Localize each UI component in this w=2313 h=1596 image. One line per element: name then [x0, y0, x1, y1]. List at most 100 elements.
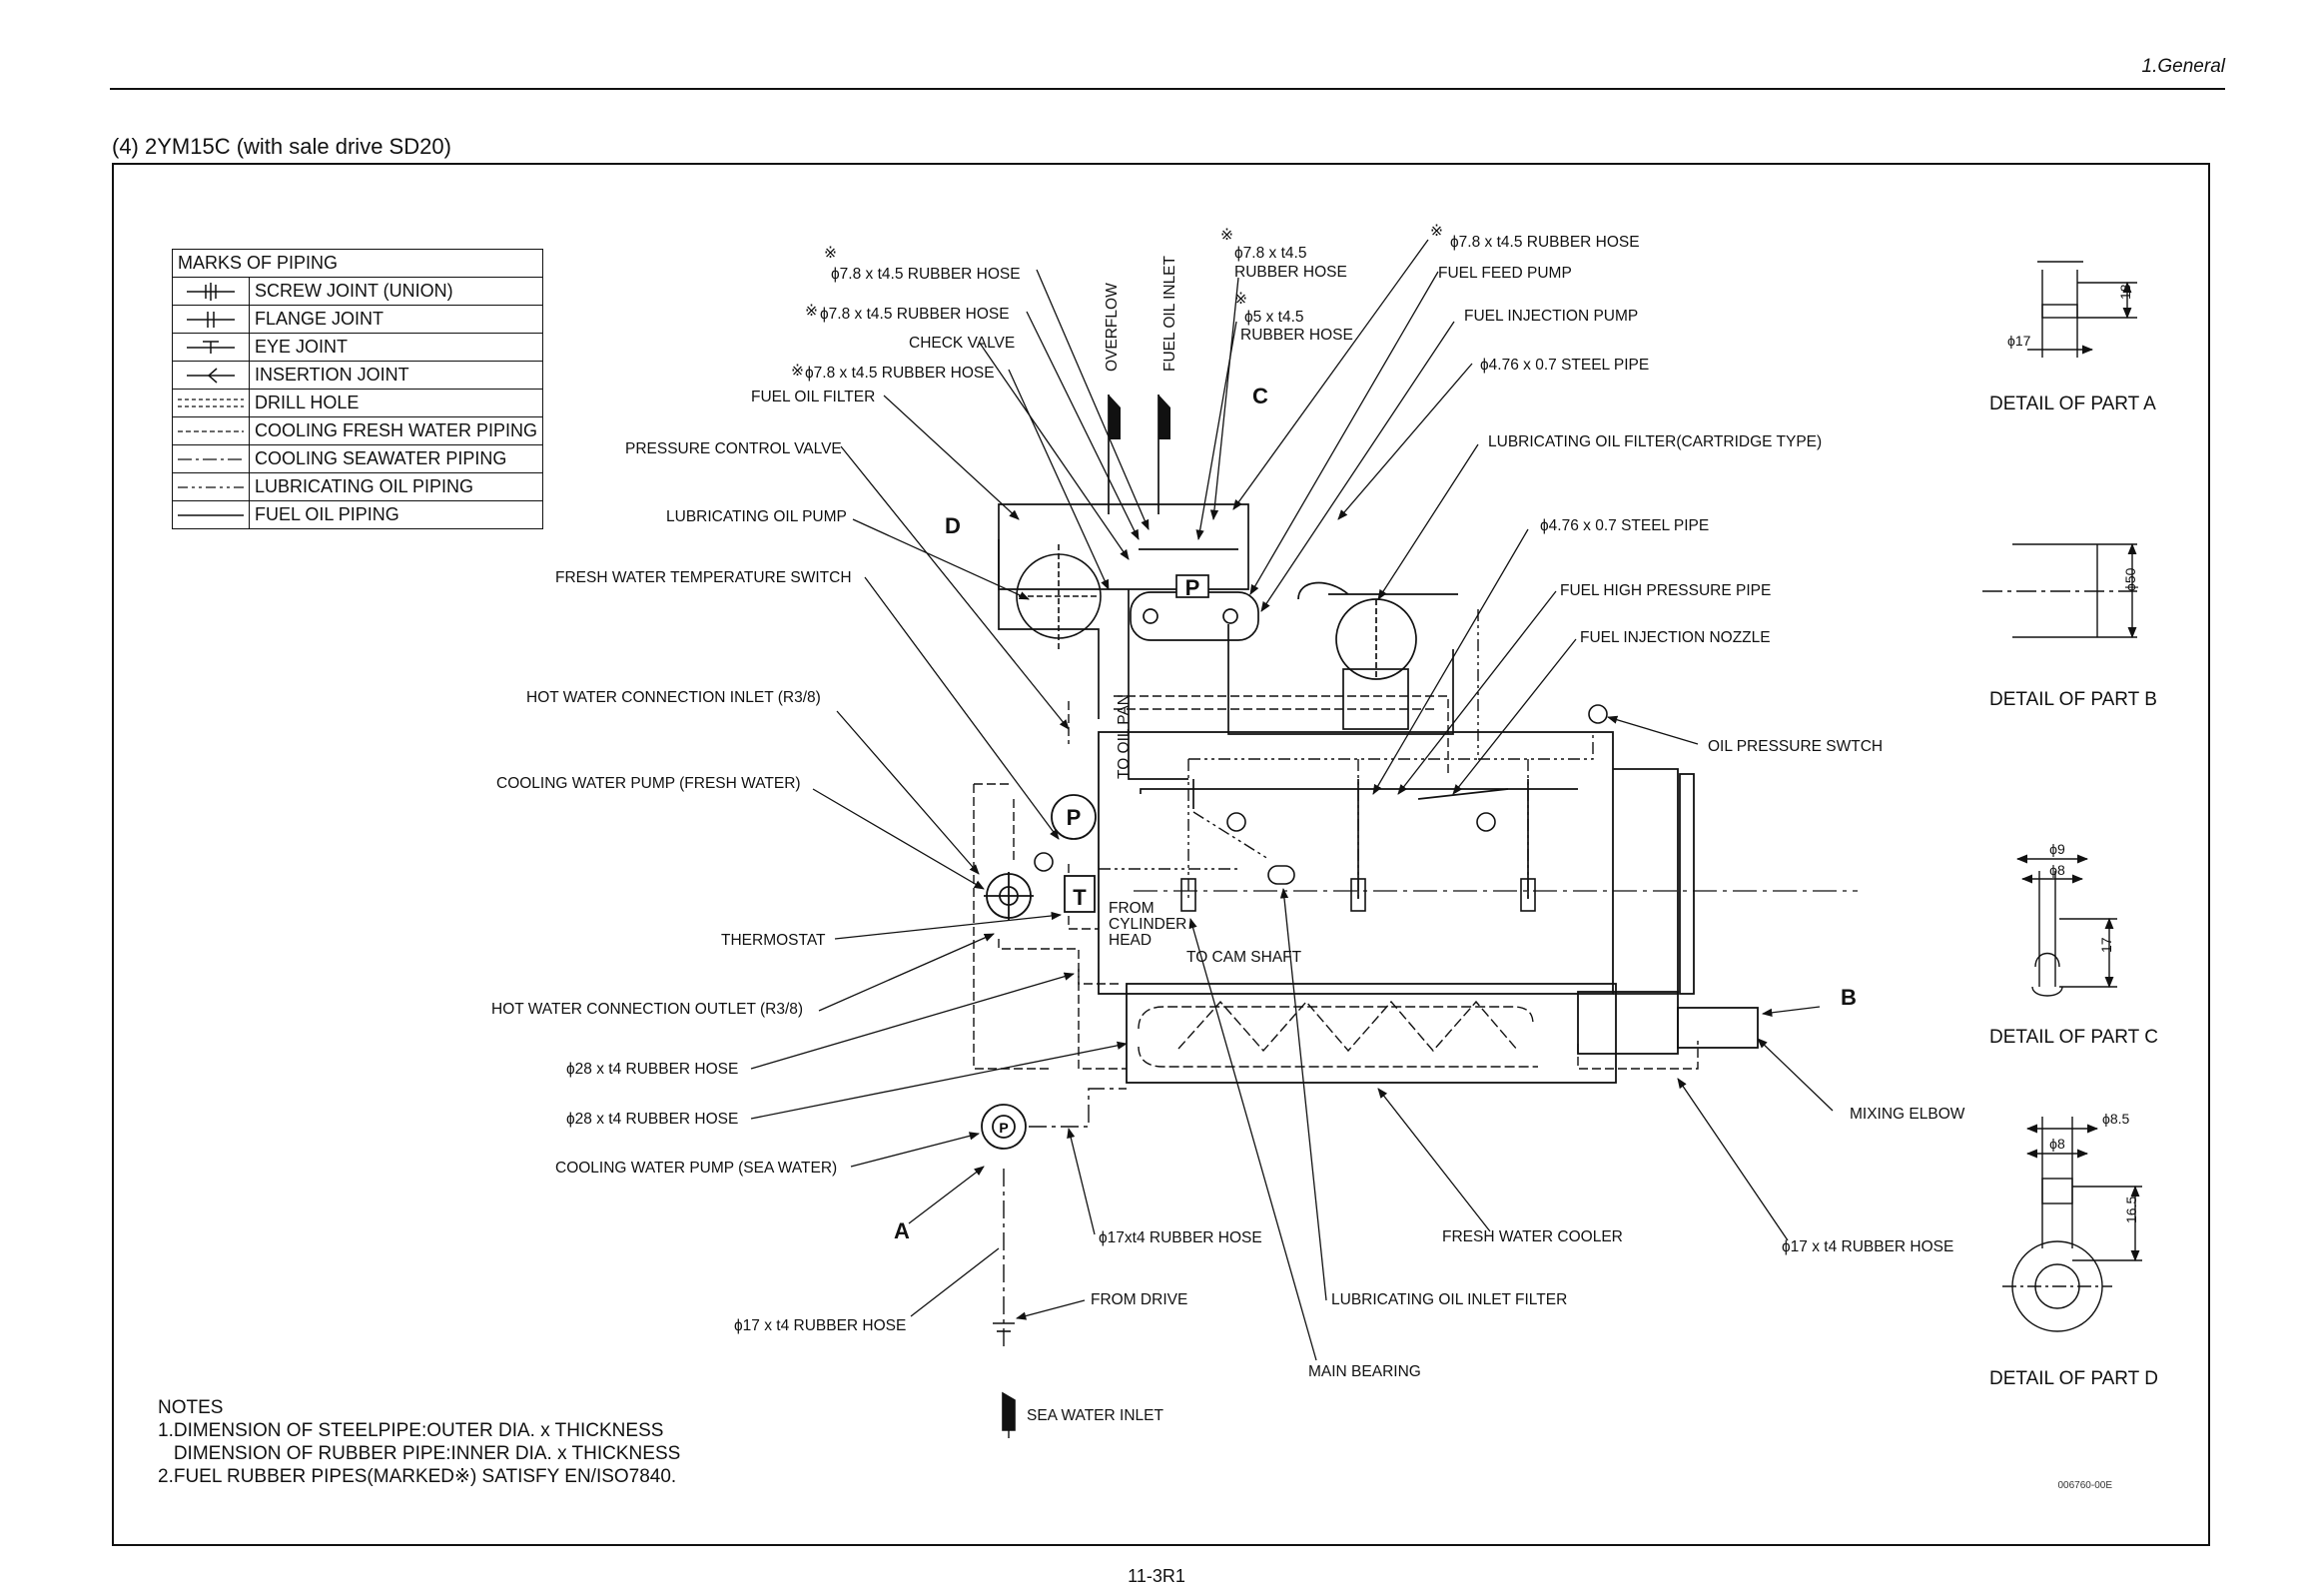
label-to-cam-shaft: TO CAM SHAFT — [1186, 949, 1302, 966]
label-hose-a: ϕ7.8 x t4.5 RUBBER HOSE — [831, 266, 1021, 283]
label-hose-e2: RUBBER HOSE — [1240, 327, 1353, 344]
label-hose-28b: ϕ28 x t4 RUBBER HOSE — [566, 1111, 738, 1128]
asterisk-mark: ※ — [1234, 291, 1247, 308]
asterisk-mark: ※ — [824, 245, 837, 262]
detail-a-title: DETAIL OF PART A — [1989, 394, 2156, 414]
page-number: 11-3R1 — [1128, 1566, 1185, 1586]
label-steel-pipe-2: ϕ4.76 x 0.7 STEEL PIPE — [1540, 517, 1709, 534]
mark-d: D — [945, 513, 961, 538]
label-hose-17a: ϕ17xt4 RUBBER HOSE — [1099, 1229, 1262, 1246]
lube-oil-line-symbol — [172, 472, 250, 501]
seawater-line-symbol — [172, 444, 250, 473]
fuel-oil-filter — [1016, 544, 1102, 649]
cooler-coil — [1138, 1000, 1538, 1068]
label-from-1: FROM — [1109, 900, 1155, 917]
detail-b — [1982, 542, 2137, 639]
label-hot-water-outlet: HOT WATER CONNECTION OUTLET (R3/8) — [491, 1001, 803, 1018]
small-components — [1034, 704, 1608, 912]
fuel-oil-lines — [998, 395, 1578, 899]
sea-pump-p: P — [999, 1120, 1008, 1136]
label-lube-inlet-filter: LUBRICATING OIL INLET FILTER — [1331, 1291, 1567, 1308]
notes-line-2: DIMENSION OF RUBBER PIPE:INNER DIA. x TH… — [158, 1443, 681, 1464]
lube-oil-pump — [1051, 794, 1097, 840]
lube-pump-p: P — [1067, 805, 1082, 830]
thermostat-t: T — [1073, 885, 1087, 910]
header-rule — [110, 88, 2225, 90]
label-cw-pump-sea: COOLING WATER PUMP (SEA WATER) — [555, 1160, 837, 1177]
label-hose-28a: ϕ28 x t4 RUBBER HOSE — [566, 1061, 738, 1078]
asterisk-mark: ※ — [1220, 227, 1233, 244]
detail-c-len: 17 — [2098, 937, 2114, 953]
flange-joint-label: FLANGE JOINT — [248, 305, 544, 334]
detail-a — [2027, 261, 2137, 358]
fuel-injection-pump — [1130, 574, 1259, 641]
label-hose-d1: ϕ7.8 x t4.5 — [1234, 245, 1306, 262]
asterisk-mark: ※ — [791, 363, 804, 380]
mark-c: C — [1252, 384, 1268, 408]
label-hose-c: ϕ7.8 x t4.5 RUBBER HOSE — [805, 365, 995, 382]
notes-title: NOTES — [158, 1397, 224, 1418]
label-hose-d2: RUBBER HOSE — [1234, 264, 1347, 281]
asterisk-mark: ※ — [1430, 223, 1443, 240]
label-fresh-water-cooler: FRESH WATER COOLER — [1442, 1228, 1623, 1245]
detail-d-title: DETAIL OF PART D — [1989, 1368, 2158, 1389]
seawater-inlet-fitting — [993, 1322, 1016, 1431]
detail-a-dia: ϕ17 — [2007, 333, 2031, 349]
fresh-water-line-symbol — [172, 416, 250, 445]
label-from-3: HEAD — [1109, 932, 1152, 949]
marks-title: MARKS OF PIPING — [171, 249, 544, 278]
label-check-valve: CHECK VALVE — [909, 335, 1015, 352]
detail-d-d1: ϕ8.5 — [2102, 1111, 2130, 1127]
label-sea-water-inlet: SEA WATER INLET — [1027, 1407, 1163, 1424]
fuel-oil-line-symbol — [172, 500, 250, 529]
drawing-code: 006760-00E — [2058, 1480, 2113, 1491]
sea-water-lines — [1003, 1088, 1127, 1438]
label-from-drive: FROM DRIVE — [1091, 1291, 1187, 1308]
drill-hole-symbol — [172, 389, 250, 417]
section-title: (4) 2YM15C (with sale drive SD20) — [112, 134, 451, 159]
notes-block: NOTES 1.DIMENSION OF STEELPIPE:OUTER DIA… — [158, 1396, 680, 1488]
label-lube-oil-filter: LUBRICATING OIL FILTER(CARTRIDGE TYPE) — [1488, 433, 1822, 450]
thermostat-box — [1064, 875, 1096, 913]
detail-b-dia: ϕ50 — [2122, 567, 2138, 591]
fresh-water-pump — [984, 872, 1034, 920]
mark-b: B — [1841, 985, 1857, 1010]
drill-hole-label: DRILL HOLE — [248, 389, 544, 417]
detail-d-len: 16.5 — [2123, 1197, 2139, 1223]
label-oil-pressure-switch: OIL PRESSURE SWTCH — [1708, 738, 1883, 755]
lube-oil-filter-cartridge — [1335, 598, 1417, 730]
drawing-frame — [112, 163, 2210, 1546]
label-fuel-injection-pump: FUEL INJECTION PUMP — [1464, 308, 1638, 325]
mark-a: A — [894, 1218, 910, 1243]
engine-block — [1098, 731, 1759, 1084]
screw-joint-symbol — [172, 277, 250, 306]
detail-c-d1: ϕ9 — [2049, 841, 2065, 857]
label-fuel-hp-pipe: FUEL HIGH PRESSURE PIPE — [1560, 582, 1771, 599]
label-lube-oil-pump: LUBRICATING OIL PUMP — [666, 508, 847, 525]
asterisk-mark: ※ — [805, 303, 818, 320]
leader-lines — [750, 239, 1834, 1361]
label-hose-17b: ϕ17 x t4 RUBBER HOSE — [1782, 1238, 1953, 1255]
label-pressure-control-valve: PRESSURE CONTROL VALVE — [625, 440, 842, 457]
detail-d — [2002, 1117, 2142, 1332]
notes-line-3: 2.FUEL RUBBER PIPES(MARKED※) SATISFY EN/… — [158, 1466, 677, 1487]
detail-d-d2: ϕ8 — [2049, 1136, 2065, 1152]
label-hose-b: ϕ7.8 x t4.5 RUBBER HOSE — [820, 306, 1010, 323]
notes-line-1: 1.DIMENSION OF STEELPIPE:OUTER DIA. x TH… — [158, 1420, 664, 1441]
inlet-flags — [1109, 395, 1170, 439]
sea-water-pump — [981, 1104, 1027, 1150]
label-to-oil-pan: TO OIL PAN — [1116, 694, 1133, 779]
label-fuel-feed-pump: FUEL FEED PUMP — [1438, 265, 1572, 282]
lube-oil-lines — [1099, 609, 1594, 899]
flange-joint-symbol — [172, 305, 250, 334]
label-hose-17c: ϕ17 x t4 RUBBER HOSE — [734, 1317, 906, 1334]
label-hose-e1: ϕ5 x t4.5 — [1244, 309, 1304, 326]
label-from-2: CYLINDER — [1109, 916, 1186, 933]
fresh-water-line-label: COOLING FRESH WATER PIPING — [248, 416, 544, 445]
label-steel-pipe-1: ϕ4.76 x 0.7 STEEL PIPE — [1480, 357, 1649, 374]
label-fuel-oil-inlet: FUEL OIL INLET — [1161, 255, 1178, 372]
label-mixing-elbow: MIXING ELBOW — [1850, 1106, 1965, 1123]
label-fw-temp-switch: FRESH WATER TEMPERATURE SWITCH — [555, 569, 852, 586]
label-fuel-inj-nozzle: FUEL INJECTION NOZZLE — [1580, 629, 1771, 646]
